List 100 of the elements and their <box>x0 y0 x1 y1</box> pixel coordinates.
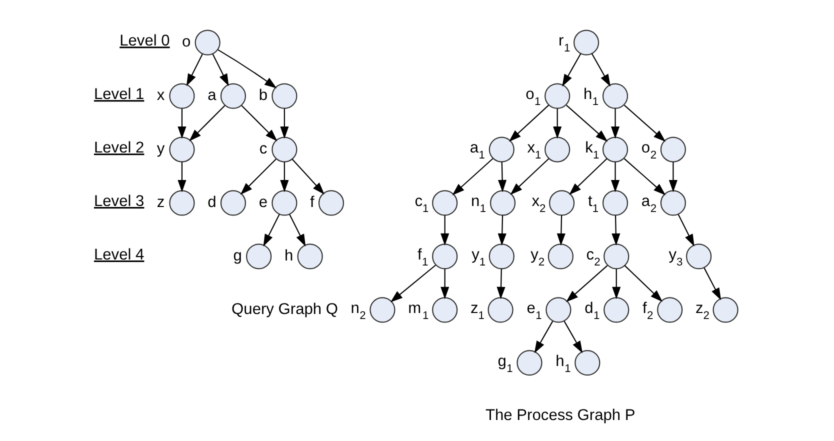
node-label: z$_{2}$ <box>695 299 710 322</box>
node-label: z <box>156 194 165 211</box>
arrow <box>178 162 186 192</box>
node-label: n$_{1}$ <box>471 192 486 214</box>
node-label: o <box>182 33 191 50</box>
node-circle <box>297 243 323 269</box>
node-circle <box>548 243 574 269</box>
arrow <box>610 162 620 192</box>
label: The Process Graph P <box>486 406 636 424</box>
arrow <box>440 214 450 246</box>
node-circle <box>574 350 600 376</box>
arrow <box>624 158 666 195</box>
arrow <box>440 268 450 299</box>
node-label: o$_{1}$ <box>526 86 541 108</box>
arrow <box>668 162 678 192</box>
node-circle <box>516 350 542 376</box>
node-label: r$_{1}$ <box>558 32 570 54</box>
node-label: k$_{1}$ <box>585 139 600 162</box>
arrow <box>498 214 506 246</box>
node-label: g <box>233 247 242 264</box>
arrow <box>241 104 278 141</box>
node-label: o$_{2}$ <box>641 139 657 162</box>
node-circle <box>544 136 570 162</box>
node-circle <box>220 190 246 216</box>
node-circle <box>246 243 272 269</box>
node-label: h$_{1}$ <box>556 352 571 374</box>
node-label: a$_{1}$ <box>470 139 486 162</box>
node-label: f$_{2}$ <box>642 299 654 322</box>
node-label: x$_{2}$ <box>532 192 546 214</box>
node-label: y$_{3}$ <box>668 246 683 268</box>
node-label: y$_{2}$ <box>530 246 545 268</box>
label: Level 4 <box>94 246 144 263</box>
node-circle <box>432 296 458 322</box>
node-label: c <box>259 140 268 158</box>
node-label: x <box>156 86 165 104</box>
node-circle <box>169 136 195 162</box>
node-circle <box>432 243 458 269</box>
node-label: y <box>156 140 165 158</box>
node-circle <box>604 243 630 269</box>
node-circle <box>546 296 572 322</box>
node-label: e$_{1}$ <box>526 299 542 322</box>
arrow <box>566 104 608 142</box>
node-label: b <box>258 86 268 104</box>
node-label: d$_{1}$ <box>584 299 600 322</box>
arrow <box>292 158 324 194</box>
node-circle <box>169 82 195 108</box>
arrow <box>390 264 436 302</box>
arrow <box>510 158 550 194</box>
node-circle <box>712 296 738 322</box>
arrow <box>624 104 666 142</box>
arrow <box>612 214 620 246</box>
label: Query Graph Q <box>232 300 338 318</box>
node-label: d <box>208 194 216 211</box>
node-circle <box>488 296 514 322</box>
arrow <box>240 158 276 194</box>
arrow <box>280 162 289 192</box>
arrow <box>704 267 722 300</box>
node-circle <box>657 296 683 322</box>
node-circle <box>432 190 458 216</box>
arrow <box>186 53 203 86</box>
node-circle <box>490 190 516 216</box>
arrow <box>178 108 186 138</box>
arrow <box>496 268 506 299</box>
arrow <box>212 53 229 86</box>
node-label: c$_{2}$ <box>586 246 600 268</box>
node-label: h <box>284 247 294 264</box>
node-label: t$_{1}$ <box>588 192 599 214</box>
arrow <box>218 48 277 88</box>
arrow <box>562 52 582 86</box>
node-circle <box>544 82 570 108</box>
arrow <box>508 104 550 142</box>
arrow <box>556 214 566 246</box>
label: Level 1 <box>94 86 144 103</box>
arrow <box>280 108 289 138</box>
node-label: g$_{1}$ <box>498 352 513 374</box>
node-circle <box>602 82 628 108</box>
node-circle <box>549 190 575 216</box>
node-label: y$_{1}$ <box>472 246 486 268</box>
node-circle <box>686 243 712 269</box>
node-label: m$_{1}$ <box>408 299 429 322</box>
node-circle <box>370 296 396 322</box>
node-circle <box>574 29 600 55</box>
node-circle <box>272 82 298 108</box>
arrow <box>263 214 280 246</box>
node-circle <box>272 190 298 216</box>
node-circle <box>194 29 220 55</box>
node-circle <box>318 190 344 216</box>
arrow <box>189 104 226 141</box>
arrow <box>498 162 507 192</box>
node-label: x$_{1}$ <box>527 139 542 162</box>
label: Level 2 <box>94 139 144 156</box>
arrow <box>566 264 608 302</box>
arrow <box>289 214 306 246</box>
node-circle <box>169 190 195 216</box>
node-circle <box>602 190 628 216</box>
arrow <box>612 268 621 299</box>
arrow <box>452 158 494 195</box>
arrow <box>624 264 663 302</box>
node-circle <box>488 243 514 269</box>
node-label: h$_{1}$ <box>584 86 599 108</box>
